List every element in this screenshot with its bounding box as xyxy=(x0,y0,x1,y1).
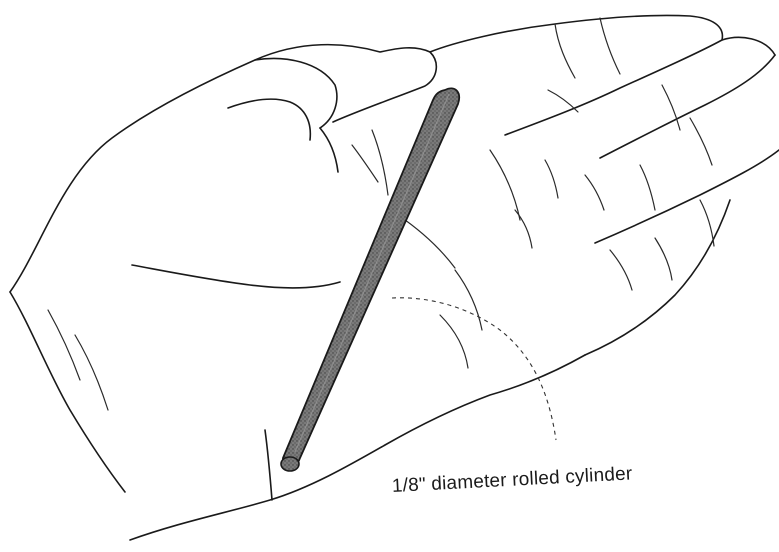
rolled-cylinder xyxy=(281,88,459,471)
hand-outline xyxy=(10,15,779,540)
dashed-arc xyxy=(392,298,556,440)
